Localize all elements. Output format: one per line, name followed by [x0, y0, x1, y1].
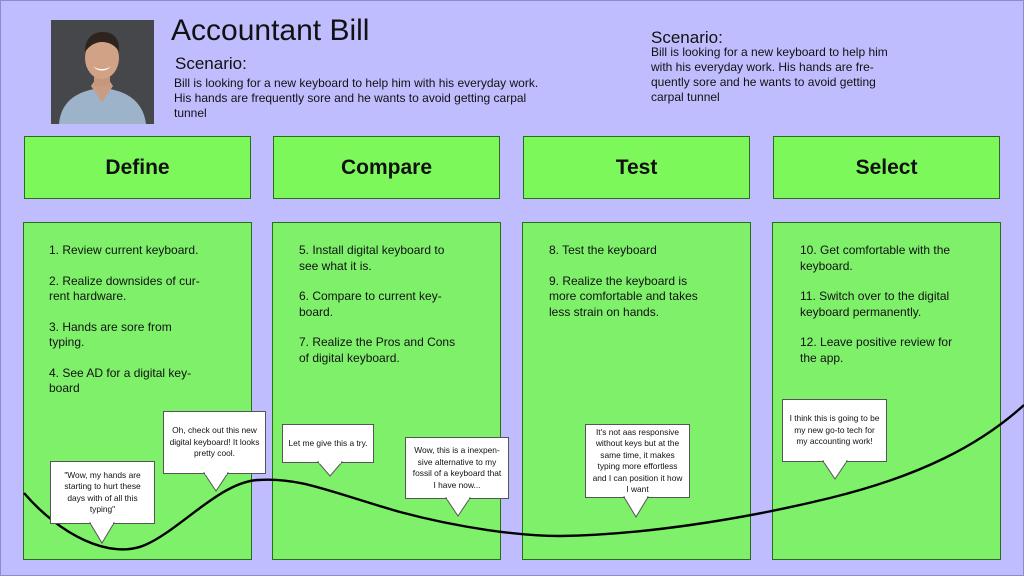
journey-step-line: 8. Test the keyboard	[549, 243, 657, 257]
journey-step-line: typing.	[49, 335, 85, 349]
journey-step-line: 6. Compare to current key-	[299, 289, 442, 303]
bubble-tail	[623, 496, 649, 518]
bubble-tail	[822, 460, 848, 480]
journey-step-line: 12. Leave positive review for	[800, 335, 953, 349]
bubble-tail	[203, 472, 229, 492]
speech-bubble-text: I think this is going to be my new go-to…	[789, 413, 880, 447]
bubble-tail	[89, 522, 115, 544]
journey-step-line: more comfortable and takes	[549, 289, 698, 303]
speech-bubble-text: Wow, this is a inexpen-sive alternative …	[412, 445, 502, 490]
journey-step-line: 2. Realize downsides of cur-	[49, 273, 200, 288]
right-scenario-line: with his everyday work. His hands are fr…	[651, 60, 874, 74]
speech-bubble: "Wow, my hands are starting to hurt thes…	[50, 461, 155, 544]
bubble-tail	[316, 461, 344, 477]
right-scenario-line: quently sore and he wants to avoid getti…	[651, 75, 876, 89]
journey-step-line: keyboard permanently.	[800, 304, 922, 319]
speech-bubble-text: "Wow, my hands are starting to hurt thes…	[64, 469, 141, 515]
person-photo-icon	[51, 20, 154, 124]
phase-select: Select	[773, 136, 1000, 199]
steps-list-test: 8. Test the keyboard 9. Realize the keybo…	[549, 243, 739, 335]
journey-step-line: keyboard.	[800, 258, 853, 273]
speech-bubble: I think this is going to be my new go-to…	[782, 399, 887, 480]
journey-step-line: board.	[299, 304, 334, 319]
journey-step: 8. Test the keyboard	[549, 243, 739, 259]
bubble-tail	[445, 497, 471, 517]
persona-photo	[51, 20, 154, 124]
persona-title: Accountant Bill	[171, 14, 370, 47]
journey-step-line: 1. Review current keyboard.	[49, 243, 199, 257]
journey-step-line: see what it is.	[299, 258, 372, 273]
journey-step: 2. Realize downsides of cur-rent hardwar…	[49, 274, 239, 305]
right-scenario-text: Bill is looking for a new keyboard to he…	[651, 45, 951, 105]
speech-bubble: Oh, check out this new digital keyboard!…	[163, 411, 266, 492]
speech-bubble: It's not aas responsive without keys but…	[585, 424, 690, 518]
right-scenario-heading: Scenario:	[651, 28, 723, 47]
journey-step-line: 5. Install digital keyboard to	[299, 243, 445, 257]
speech-bubble-text: Oh, check out this new digital keyboard!…	[169, 425, 260, 459]
journey-step-line: the app.	[800, 350, 844, 365]
journey-step-line: 7. Realize the Pros and Cons	[299, 335, 456, 349]
journey-step-line: 10. Get comfortable with the	[800, 243, 951, 257]
phase-define: Define	[24, 136, 251, 199]
journey-step-line: 9. Realize the keyboard is	[549, 273, 688, 288]
scenario-heading: Scenario:	[175, 54, 247, 73]
speech-bubble: Let me give this a try.	[282, 424, 374, 477]
journey-step: 6. Compare to current key-board.	[299, 289, 489, 320]
scenario-text: Bill is looking for a new keyboard to he…	[174, 76, 539, 120]
journey-step: 4. See AD for a digital key-board	[49, 366, 239, 397]
right-scenario-line: carpal tunnel	[651, 90, 720, 104]
speech-bubble-text: It's not aas responsive without keys but…	[592, 426, 683, 495]
journey-step-line: of digital keyboard.	[299, 350, 400, 365]
journey-step-line: less strain on hands.	[549, 304, 660, 319]
phase-compare: Compare	[273, 136, 500, 199]
right-scenario-line: Bill is looking for a new keyboard to he…	[651, 45, 888, 59]
journey-step-line: 3. Hands are sore from	[49, 319, 172, 334]
journey-step-line: rent hardware.	[49, 289, 127, 303]
journey-step-line: 11. Switch over to the digital	[800, 289, 950, 303]
phase-test: Test	[523, 136, 750, 199]
journey-step: 1. Review current keyboard.	[49, 243, 239, 259]
speech-bubble: Wow, this is a inexpen-sive alternative …	[405, 437, 509, 517]
steps-list-define: 1. Review current keyboard. 2. Realize do…	[49, 243, 239, 412]
journey-step-line: 4. See AD for a digital key-	[49, 365, 192, 380]
journey-step-line: board	[49, 381, 80, 395]
speech-bubble-text: Let me give this a try.	[288, 437, 368, 448]
